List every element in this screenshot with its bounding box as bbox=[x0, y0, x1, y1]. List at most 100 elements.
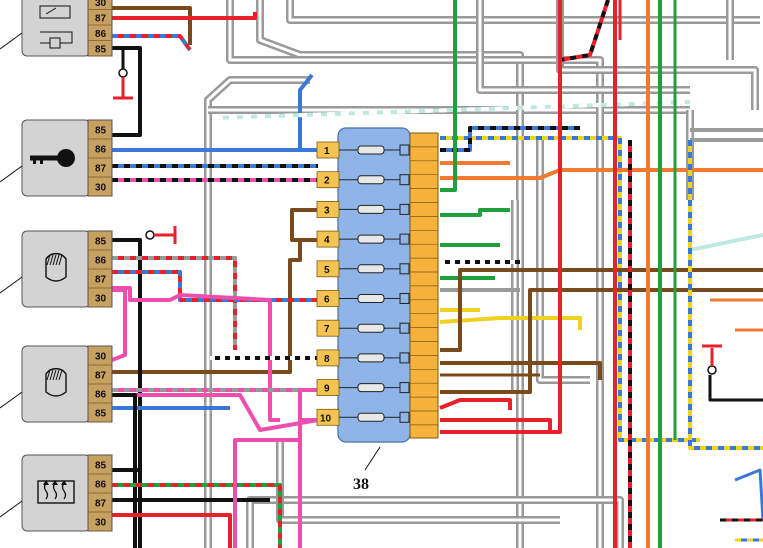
harness-wire bbox=[226, 0, 604, 548]
black-wire bbox=[112, 393, 137, 548]
pin-label: 87 bbox=[95, 13, 107, 24]
red-black-wire bbox=[559, 0, 610, 62]
fuse-element bbox=[357, 323, 385, 333]
fuse-element bbox=[357, 353, 385, 363]
fuse-contact bbox=[399, 263, 410, 275]
green-wire bbox=[440, 208, 510, 217]
light-green-wire bbox=[689, 233, 763, 252]
red-gray-wire bbox=[112, 256, 237, 350]
black-wire bbox=[708, 375, 763, 402]
leader-line bbox=[0, 391, 23, 409]
ground-terminal bbox=[707, 365, 717, 375]
leader-line bbox=[364, 446, 381, 471]
low-beam-lamp-icon bbox=[45, 368, 67, 397]
fuse-element bbox=[357, 294, 385, 303]
fuse-number-label: 9 bbox=[324, 384, 330, 395]
pin-label: 86 bbox=[95, 390, 107, 401]
pin-label: 86 bbox=[95, 145, 107, 156]
leader-line bbox=[0, 500, 23, 518]
leader-line bbox=[0, 165, 23, 183]
fuse-element bbox=[357, 145, 385, 155]
red-wire bbox=[112, 513, 232, 548]
green-wire bbox=[440, 0, 457, 192]
leader-line bbox=[0, 276, 23, 294]
pin-label: 87 bbox=[95, 164, 107, 175]
red-wire bbox=[112, 12, 257, 20]
pin-label: 30 bbox=[95, 183, 107, 194]
brown-wire bbox=[112, 238, 318, 374]
fuse-number-label: 3 bbox=[324, 205, 330, 216]
fuse-terminal-strip bbox=[409, 132, 439, 439]
pin-label: 30 bbox=[95, 518, 107, 529]
fuse-contact bbox=[399, 233, 410, 245]
pin-label: 87 bbox=[95, 275, 107, 286]
pink-wire bbox=[112, 286, 280, 422]
high-beam-lamp-icon bbox=[45, 253, 67, 282]
brown-wire bbox=[440, 268, 763, 352]
pin-label: 87 bbox=[95, 371, 107, 382]
fuse-contact bbox=[399, 293, 410, 304]
harness-wire bbox=[476, 0, 690, 94]
harness-wire bbox=[256, 0, 524, 548]
fuse-contact bbox=[399, 352, 410, 364]
relay-housing bbox=[21, 345, 91, 423]
pin-label: 85 bbox=[95, 461, 107, 472]
fuse-element bbox=[357, 204, 385, 214]
wire-stripe bbox=[214, 100, 691, 120]
pink-wire bbox=[111, 288, 127, 362]
key-icon bbox=[30, 149, 75, 167]
brown-wire bbox=[440, 361, 602, 380]
fuse-number-label: 7 bbox=[324, 324, 330, 335]
pink-wire bbox=[112, 393, 319, 432]
relay-rear-defrost: 85 86 87 30 bbox=[0, 454, 113, 532]
fuse-number-label: 5 bbox=[324, 265, 330, 276]
rear-window-heater-icon bbox=[37, 480, 75, 504]
harness-wire bbox=[536, 140, 590, 384]
red-wire bbox=[439, 398, 512, 410]
blue-wire bbox=[298, 73, 318, 152]
pin-label: 85 bbox=[95, 237, 107, 248]
fuse-number-label: 8 bbox=[324, 354, 330, 365]
pin-label: 30 bbox=[95, 294, 107, 305]
fuse-element bbox=[357, 234, 385, 244]
red-wire bbox=[440, 0, 562, 434]
black-wire bbox=[112, 46, 142, 137]
red-wire bbox=[440, 418, 552, 430]
relay-high-beam: 85 86 87 30 bbox=[0, 230, 113, 308]
brown-wire bbox=[112, 6, 192, 45]
fuse-number-label: 2 bbox=[324, 176, 330, 187]
fuse-element bbox=[357, 412, 385, 422]
harness-wire bbox=[246, 496, 624, 548]
relay-housing bbox=[21, 230, 91, 308]
pink-wire bbox=[298, 388, 318, 548]
fuse-block-label: 38 bbox=[353, 476, 369, 493]
pin-label: 87 bbox=[95, 499, 107, 510]
blue-wire bbox=[734, 468, 763, 521]
fuse-number-label: 1 bbox=[324, 146, 330, 157]
green-red-wire bbox=[112, 483, 282, 548]
pin-label: 86 bbox=[95, 256, 107, 267]
pin-label: 86 bbox=[95, 480, 107, 491]
fuse-element bbox=[357, 264, 385, 274]
relay-coil-icon bbox=[39, 5, 73, 49]
pin-label: 85 bbox=[95, 44, 107, 55]
ground-terminal bbox=[118, 68, 128, 78]
fuse-contact bbox=[399, 411, 410, 423]
fuse-element bbox=[357, 383, 385, 393]
pin-label: 30 bbox=[95, 0, 107, 9]
fuse-contact bbox=[399, 144, 410, 156]
fuse-contact bbox=[399, 322, 410, 334]
fuse-element bbox=[357, 175, 385, 185]
fuse-number-label: 6 bbox=[324, 295, 330, 306]
pin-label: 30 bbox=[95, 352, 107, 363]
pin-label: 85 bbox=[95, 409, 107, 420]
harness-wire bbox=[204, 76, 310, 548]
fuse-contact bbox=[399, 174, 410, 186]
fuse-contact bbox=[399, 382, 410, 394]
